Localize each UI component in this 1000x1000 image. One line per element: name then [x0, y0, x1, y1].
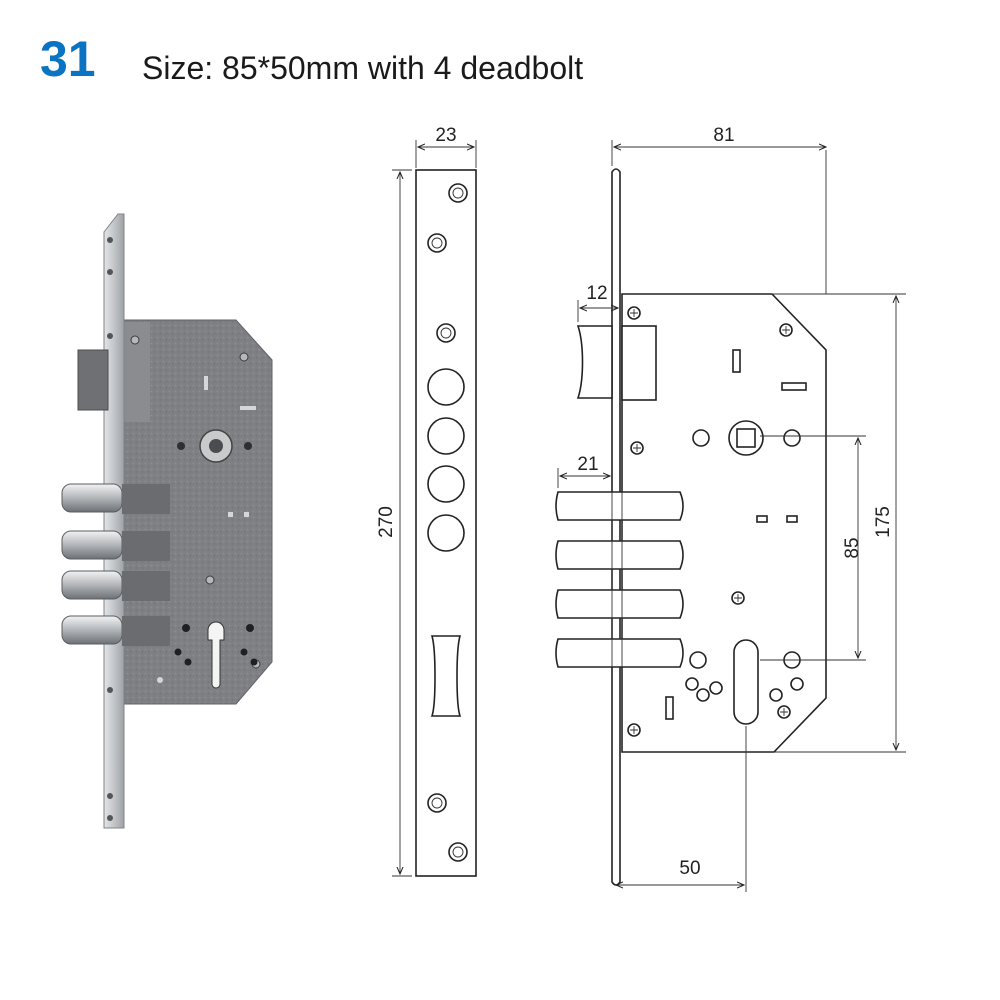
- dim-backset: 50: [679, 858, 700, 879]
- dim-latch-width: 12: [586, 283, 607, 304]
- faceplate-drawing: [392, 140, 477, 877]
- mortise-lock-photo: [61, 213, 273, 829]
- lock-body-side-drawing: [555, 140, 906, 892]
- body-screws: [627, 306, 793, 737]
- product-number: 31: [40, 31, 96, 87]
- drawing-deadbolts: [555, 491, 684, 668]
- dim-faceplate-length: 270: [376, 506, 397, 538]
- dim-deadbolt-width: 21: [577, 454, 598, 475]
- size-caption: Size: 85*50mm with 4 deadbolt: [142, 50, 584, 86]
- dim-center-distance: 85: [842, 537, 863, 558]
- photo-deadbolts: [61, 483, 170, 646]
- dim-faceplate-width: 23: [435, 125, 456, 146]
- dim-overall-depth: 81: [713, 125, 734, 146]
- dim-case-height: 175: [873, 506, 894, 538]
